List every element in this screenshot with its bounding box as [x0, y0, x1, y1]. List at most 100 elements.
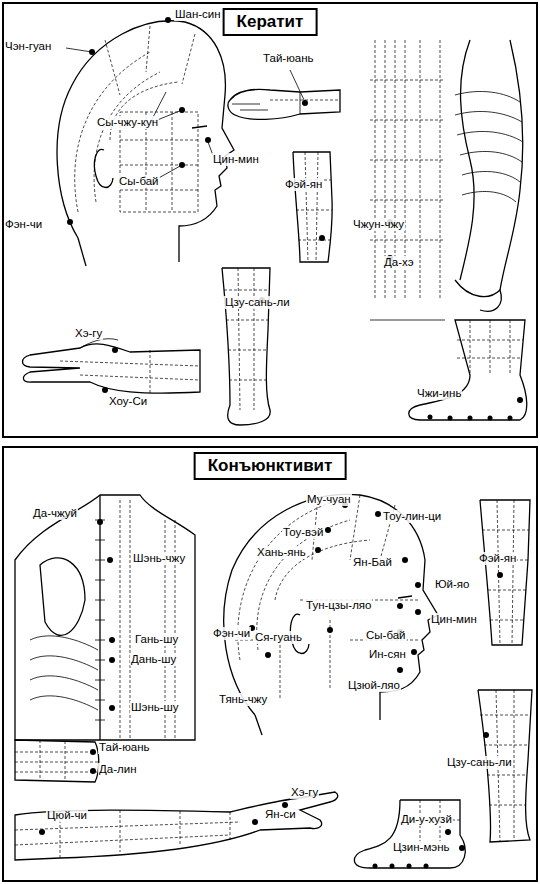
acupoint-dot	[415, 582, 421, 588]
grid-line	[75, 52, 150, 212]
grid-line	[375, 40, 440, 300]
acupoint-dot	[249, 625, 255, 631]
acupoint-dot	[397, 667, 403, 673]
grid-line	[402, 800, 460, 845]
acupoint-dot	[468, 416, 473, 421]
body-outline	[354, 800, 465, 868]
body-outline	[15, 495, 195, 740]
acupoint-dot	[302, 100, 308, 106]
acupoint-dot	[508, 416, 513, 421]
body-outline	[455, 91, 523, 202]
panel-heading: Кератит	[223, 8, 318, 36]
hand-figure	[23, 339, 201, 394]
acupoint-dot	[205, 137, 211, 143]
acupoint-dot	[375, 511, 381, 517]
grid-line	[105, 40, 120, 95]
body-outline	[155, 165, 182, 180]
acupoint-dot	[165, 17, 171, 23]
acupoint-dot	[265, 652, 271, 658]
grid-line	[480, 690, 531, 842]
body-outline	[290, 70, 305, 102]
acupoint-dot	[112, 347, 118, 353]
back-figure	[15, 495, 195, 740]
body-outline	[208, 142, 214, 158]
grid-line	[224, 268, 269, 410]
body-outline	[150, 110, 182, 123]
grid-line	[120, 112, 198, 212]
acupoint-dot	[179, 107, 185, 113]
body-outline	[192, 126, 207, 128]
grid-line	[457, 320, 523, 375]
body-outline	[30, 636, 98, 710]
acupoint-dot	[89, 49, 95, 55]
body-outline	[15, 792, 338, 860]
body-outline	[255, 715, 262, 735]
grid-line	[120, 500, 175, 740]
leg-figure	[478, 500, 532, 842]
body-outline	[500, 40, 523, 290]
foot-figure	[409, 320, 527, 421]
acupoint-dot	[397, 603, 403, 609]
body-outline	[455, 280, 501, 311]
body-outline	[293, 152, 332, 262]
acupoint-dot	[109, 637, 115, 643]
acupoint-dot	[39, 829, 45, 835]
acupoint-dot	[390, 864, 395, 869]
acupoint-dot	[342, 502, 348, 508]
acupoint-dot	[109, 705, 115, 711]
arm-figure	[15, 740, 338, 860]
acupoint-dot	[90, 768, 96, 774]
body-outline	[40, 558, 85, 636]
body-outline	[15, 740, 99, 782]
grid-line	[294, 152, 332, 262]
grid-line	[120, 112, 198, 212]
acupoint-dot	[373, 864, 378, 869]
body-outline	[398, 596, 412, 598]
acupoint-dot	[179, 162, 185, 168]
body-outline	[290, 614, 309, 653]
chart-panel: Кератит	[2, 2, 538, 438]
body-outline	[66, 48, 92, 52]
grid-line	[146, 26, 150, 72]
body-outline	[232, 92, 300, 114]
acupoint-dot	[459, 845, 465, 851]
body-outline	[478, 690, 532, 842]
acupoint-dot	[109, 657, 115, 663]
grid-line	[182, 34, 195, 84]
acupoint-dot	[259, 297, 265, 303]
acupoint-dot	[428, 415, 433, 420]
acupoint-dot	[282, 802, 288, 808]
body-outline	[80, 339, 118, 348]
body-outline	[222, 268, 270, 425]
acupoint-dot	[488, 416, 493, 421]
acupoint-dot	[67, 219, 73, 225]
acupoint-dot	[483, 732, 489, 738]
hand-figure	[228, 70, 340, 119]
acupoint-dot	[411, 649, 417, 655]
body-outline	[390, 222, 398, 228]
body-outline	[370, 320, 445, 321]
acupoint-dot	[387, 219, 393, 225]
acupoint-dot	[327, 627, 333, 633]
body-outline	[99, 495, 100, 740]
grid-line	[270, 100, 340, 101]
grid-line	[15, 740, 98, 781]
grid-line	[60, 350, 200, 394]
acupoint-dot	[315, 547, 321, 553]
grid-line	[94, 72, 160, 202]
body-outline	[409, 320, 527, 420]
acupoint-dot	[415, 609, 421, 615]
body-outline	[228, 89, 340, 119]
acupoint-dot	[497, 572, 503, 578]
body-outline	[460, 40, 474, 280]
body-outline	[57, 21, 234, 262]
acupoint-dot	[402, 557, 408, 563]
acupoint-dot	[387, 255, 393, 261]
acupoint-dot	[319, 235, 325, 241]
grid-line	[238, 500, 370, 660]
body-outline	[480, 500, 530, 645]
grid-line	[15, 810, 240, 858]
acupoint-dot	[397, 629, 403, 635]
foot-figure	[354, 800, 465, 869]
torso-figure	[370, 40, 523, 320]
